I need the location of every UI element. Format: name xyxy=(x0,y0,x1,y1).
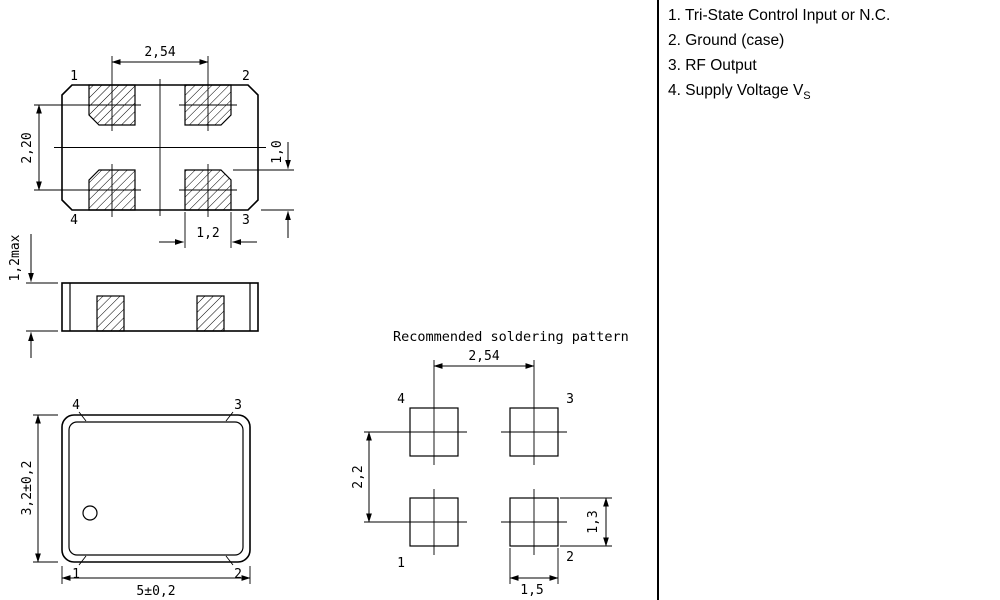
pin-function-item: 1. Tri-State Control Input or N.C. xyxy=(668,6,890,31)
side-pad-right xyxy=(196,295,225,332)
pin-function-item: 2. Ground (case) xyxy=(668,31,890,56)
solder-dim-1_5: 1,5 xyxy=(520,583,543,598)
solder-pin-2-label: 2 xyxy=(566,550,574,565)
pin-function-list: 1. Tri-State Control Input or N.C. 2. Gr… xyxy=(668,6,890,106)
top-view-drawing: 2,54 2,20 1,0 1,2 1 2 4 3 xyxy=(20,45,294,248)
side-pad-left xyxy=(96,295,125,332)
pin-1-indicator-circle xyxy=(82,505,98,521)
bottom-view-pin-1-label: 1 xyxy=(72,567,80,582)
bottom-view-drawing: 4 3 1 2 3,2±0,2 5±0,2 xyxy=(20,398,251,599)
bottom-view-pin-2-label: 2 xyxy=(234,567,242,582)
solder-pattern-drawing: Recommended soldering pattern 2,54 xyxy=(351,329,629,598)
solder-pin-4-label: 4 xyxy=(397,392,405,407)
bottom-outer-outline xyxy=(61,414,251,563)
top-view-pin-3-label: 3 xyxy=(242,213,250,228)
top-view-pin-4-label: 4 xyxy=(70,213,78,228)
solder-dim-1_3: 1,3 xyxy=(586,510,601,533)
bottom-view-pin-4-label: 4 xyxy=(72,398,80,413)
pin-function-subscript: S xyxy=(803,90,811,103)
solder-dim-2_54: 2,54 xyxy=(468,349,499,364)
pin-function-text: 2. Ground (case) xyxy=(668,32,785,50)
top-view-pin-1-label: 1 xyxy=(70,69,78,84)
side-view-dim-1_2max: 1,2max xyxy=(8,234,23,281)
pin-function-text: 3. RF Output xyxy=(668,57,757,75)
package-outline xyxy=(61,84,259,211)
top-view-dim-2_54: 2,54 xyxy=(144,45,175,60)
top-view-dim-2_20: 2,20 xyxy=(20,132,35,163)
panel-divider xyxy=(657,0,659,600)
solder-dim-2_2: 2,2 xyxy=(351,465,366,488)
top-view-dim-1_2: 1,2 xyxy=(196,226,219,241)
pin-function-text: 1. Tri-State Control Input or N.C. xyxy=(668,7,891,24)
solder-pattern-title: Recommended soldering pattern xyxy=(393,329,629,345)
solder-pin-1-label: 1 xyxy=(397,556,405,571)
pin-function-item: 3. RF Output xyxy=(668,56,890,81)
top-view-pin-2-label: 2 xyxy=(242,69,250,84)
pad-2-hatched xyxy=(184,84,232,126)
side-view-drawing: 1,2max xyxy=(8,234,259,358)
pin-function-text: 4. Supply Voltage V xyxy=(668,82,804,100)
pad-3-hatched xyxy=(184,169,232,211)
top-view-dim-1_0: 1,0 xyxy=(270,140,285,163)
pin-function-item: 4. Supply Voltage VS xyxy=(668,81,890,106)
mechanical-drawing-canvas: 2,54 2,20 1,0 1,2 1 2 4 3 xyxy=(8,45,629,599)
bottom-view-pin-3-label: 3 xyxy=(234,398,242,413)
solder-pin-3-label: 3 xyxy=(566,392,574,407)
bottom-inner-outline xyxy=(68,421,244,556)
side-outline xyxy=(61,282,259,332)
bottom-view-dim-3_2: 3,2±0,2 xyxy=(20,461,35,516)
bottom-view-dim-5: 5±0,2 xyxy=(136,584,175,599)
